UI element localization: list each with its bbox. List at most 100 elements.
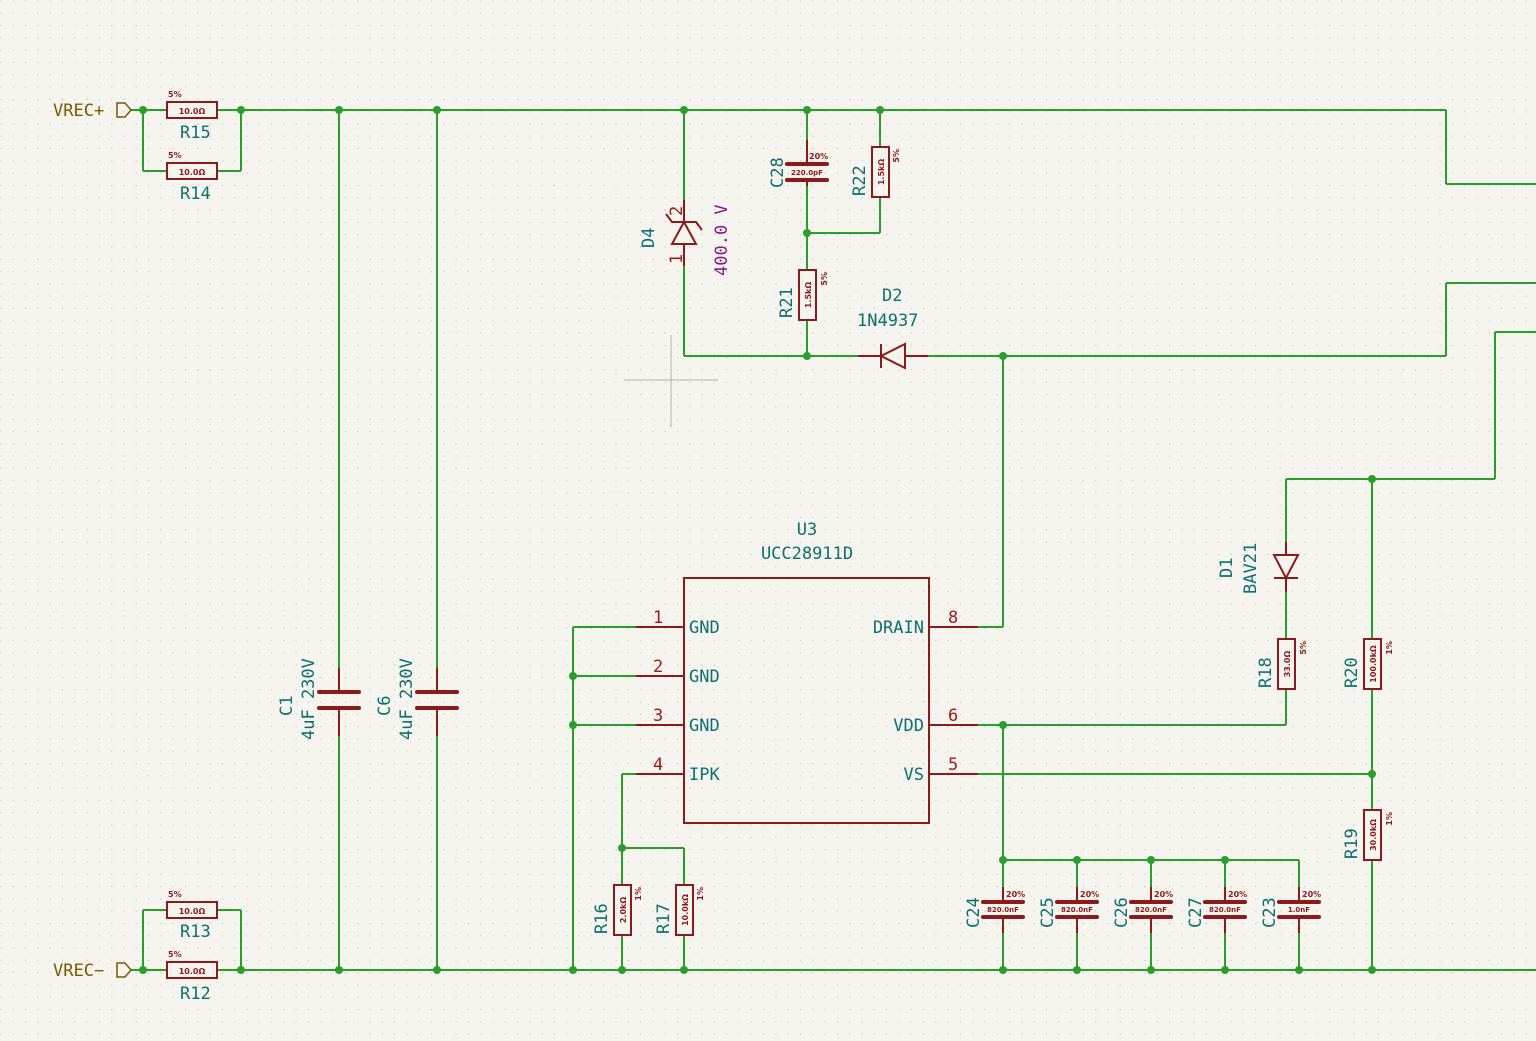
- c27-ref: C27: [1186, 897, 1206, 928]
- u3-pin-2[interactable]: 2 GND: [636, 657, 720, 687]
- r13-body: [166, 901, 218, 919]
- d2-value: 1N4937: [857, 311, 918, 331]
- u3-pin-5-number: 5: [948, 755, 958, 775]
- r17-body: [675, 884, 694, 936]
- u3-pin-1-number: 1: [653, 608, 663, 628]
- ic-u3[interactable]: U3 UCC28911D 1 GND 2 GND 3 GND 4 IPK 8 D…: [636, 520, 978, 824]
- u3-pin-1[interactable]: 1 GND: [636, 608, 720, 638]
- resistor-r16[interactable]: 2.0kΩ 1% R16: [592, 884, 643, 936]
- resistor-r13[interactable]: 10.0Ω 5% R13: [166, 890, 218, 942]
- r17-tolerance: 1%: [696, 887, 705, 901]
- r19-ref: R19: [1342, 828, 1362, 859]
- diode-d2[interactable]: D2 1N4937: [857, 286, 928, 370]
- r13-value: 10.0Ω: [179, 907, 206, 916]
- capacitor-c1[interactable]: C1 4uF 230V: [277, 658, 361, 740]
- r15-value: 10.0Ω: [179, 107, 206, 116]
- resistor-r20[interactable]: 100.0kΩ 1% R20: [1342, 638, 1394, 690]
- capacitor-c25[interactable]: 820.0nF 20% C25: [1038, 887, 1099, 933]
- r15-tolerance: 5%: [168, 90, 182, 99]
- port-vrec-minus-flag: [116, 962, 132, 978]
- resistor-r18[interactable]: 33.0Ω 5% R18: [1256, 638, 1308, 690]
- r15-ref: R15: [180, 123, 211, 143]
- c27-tolerance: 20%: [1228, 890, 1247, 899]
- r13-ref: R13: [180, 922, 211, 942]
- c26-ref: C26: [1112, 897, 1132, 928]
- u3-pin-3-number: 3: [653, 706, 663, 726]
- c28-tolerance: 20%: [809, 152, 828, 161]
- d1-ref: D1: [1217, 558, 1237, 578]
- capacitor-c23[interactable]: 1.0nF 20% C23: [1260, 887, 1321, 933]
- c25-ref: C25: [1038, 897, 1058, 928]
- u3-ref: U3: [797, 520, 817, 540]
- r21-ref: R21: [777, 287, 797, 318]
- r22-value: 1.5kΩ: [877, 159, 886, 185]
- capacitor-c6[interactable]: C6 4uF 230V: [375, 658, 459, 740]
- r16-tolerance: 1%: [634, 887, 643, 901]
- port-vrec-minus[interactable]: VREC−: [53, 961, 132, 981]
- r18-value: 33.0Ω: [1283, 651, 1292, 678]
- u3-pin-6-name: VDD: [893, 716, 924, 736]
- resistor-r17[interactable]: 10.0kΩ 1% R17: [654, 884, 705, 936]
- u3-pin-8-number: 8: [948, 608, 958, 628]
- u3-pin-5-name: VS: [904, 765, 924, 785]
- r20-ref: R20: [1342, 657, 1362, 688]
- c23-ref: C23: [1260, 897, 1280, 928]
- port-vrec-plus-flag: [116, 102, 132, 118]
- u3-pin-4-name: IPK: [689, 765, 720, 785]
- r17-ref: R17: [654, 903, 674, 934]
- u3-pin-3[interactable]: 3 GND: [636, 706, 720, 736]
- capacitor-c28[interactable]: 220.0pF 20% C28: [768, 140, 829, 188]
- u3-pin-6-number: 6: [948, 706, 958, 726]
- r16-value: 2.0kΩ: [619, 897, 628, 923]
- c1-value: 4uF 230V: [299, 658, 319, 740]
- capacitor-c26[interactable]: 820.0nF 20% C26: [1112, 887, 1173, 933]
- u3-pin-3-name: GND: [689, 716, 720, 736]
- r18-tolerance: 5%: [1299, 641, 1308, 655]
- u3-pin-8[interactable]: 8 DRAIN: [873, 608, 978, 638]
- u3-pin-4[interactable]: 4 IPK: [636, 755, 720, 785]
- c26-value: 820.0nF: [1135, 906, 1167, 914]
- resistor-r12[interactable]: 10.0Ω 5% R12: [166, 950, 218, 1004]
- d1-value: BAV21: [1241, 543, 1261, 594]
- u3-value: UCC28911D: [761, 544, 853, 564]
- c25-value: 820.0nF: [1061, 906, 1093, 914]
- r18-ref: R18: [1256, 657, 1276, 688]
- u3-pin-2-number: 2: [653, 657, 663, 677]
- r12-ref: R12: [180, 984, 211, 1004]
- diode-d1[interactable]: D1 BAV21: [1217, 542, 1300, 594]
- diode-d4[interactable]: 2 1 D4 400.0 V: [639, 200, 732, 276]
- u3-pin-5[interactable]: 5 VS: [904, 755, 978, 785]
- r21-body: [798, 269, 817, 321]
- r16-ref: R16: [592, 903, 612, 934]
- c6-ref: C6: [375, 696, 395, 716]
- d4-pin2: 2: [667, 206, 687, 216]
- u3-pin-8-name: DRAIN: [873, 618, 924, 638]
- r21-tolerance: 5%: [820, 272, 829, 286]
- d4-ref: D4: [639, 228, 659, 248]
- r17-value: 10.0kΩ: [681, 894, 690, 926]
- resistor-r19[interactable]: 30.0kΩ 1% R19: [1342, 809, 1394, 861]
- port-vrec-plus[interactable]: VREC+: [53, 101, 132, 121]
- capacitor-c24[interactable]: 820.0nF 20% C24: [964, 887, 1025, 933]
- resistor-r15[interactable]: 10.0Ω 5% R15: [166, 90, 218, 143]
- r13-tolerance: 5%: [168, 890, 182, 899]
- c25-tolerance: 20%: [1080, 890, 1099, 899]
- u3-pin-6[interactable]: 6 VDD: [893, 706, 978, 736]
- resistor-r14[interactable]: 10.0Ω 5% R14: [166, 151, 218, 204]
- capacitor-c27[interactable]: 820.0nF 20% C27: [1186, 887, 1247, 933]
- u3-pin-4-number: 4: [653, 755, 663, 775]
- port-vrec-plus-label: VREC+: [53, 101, 104, 121]
- d1-triangle: [1272, 554, 1300, 581]
- d4-pin1: 1: [667, 254, 687, 264]
- r12-tolerance: 5%: [168, 950, 182, 959]
- r12-value: 10.0Ω: [179, 967, 206, 976]
- d4-value: 400.0 V: [712, 204, 732, 276]
- r14-tolerance: 5%: [168, 151, 182, 160]
- u3-pin-2-name: GND: [689, 667, 720, 687]
- r22-tolerance: 5%: [892, 149, 901, 163]
- c24-value: 820.0nF: [987, 906, 1019, 914]
- resistor-r21[interactable]: 1.5kΩ 5% R21: [777, 269, 829, 321]
- resistor-r22[interactable]: 1.5kΩ 5% R22: [850, 146, 901, 198]
- c24-tolerance: 20%: [1006, 890, 1025, 899]
